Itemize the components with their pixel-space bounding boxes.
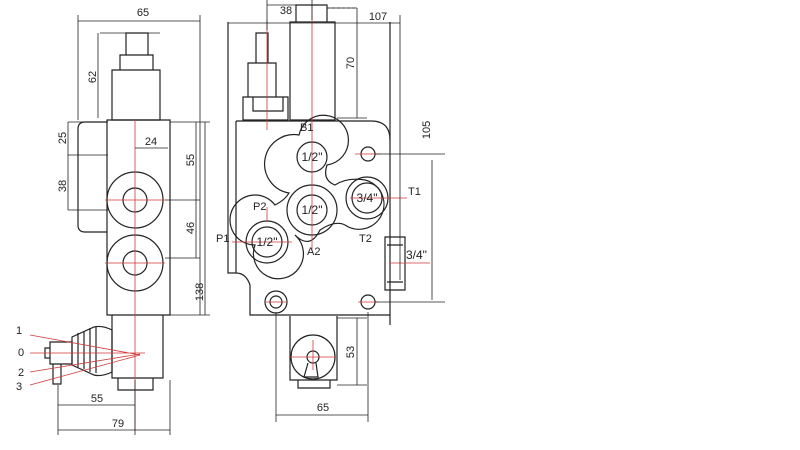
dim-107: 107 [369, 11, 387, 23]
dim-65-top: 65 [137, 7, 149, 19]
side-port-size: 3/4" [406, 248, 427, 262]
dim-65-bottom: 65 [317, 402, 329, 414]
lever-position-1: 1 [16, 325, 22, 337]
dim-24: 24 [145, 136, 157, 148]
port-label-p1: P1 [216, 233, 229, 245]
port-label-p2: P2 [253, 201, 266, 213]
lever-position-0: 0 [18, 347, 24, 359]
port-size-b1: 1/2" [302, 150, 323, 164]
port-label-t2: T2 [359, 233, 372, 245]
dim-55-bottom: 55 [91, 393, 103, 405]
dim-138: 138 [194, 283, 206, 301]
dim-105: 105 [421, 121, 433, 139]
front-view [227, 0, 445, 422]
port-label-b1: B1 [300, 122, 313, 134]
port-label-t1: T1 [408, 186, 421, 198]
dim-46: 46 [185, 222, 197, 234]
dim-38-top: 38 [280, 5, 292, 17]
lever-position-2: 2 [18, 367, 24, 379]
dim-25: 25 [57, 132, 69, 144]
dim-62: 62 [87, 71, 99, 83]
port-size-t1: 3/4" [357, 191, 378, 205]
port-size-p1: 1/2" [257, 235, 278, 249]
dim-55-right: 55 [185, 154, 197, 166]
dim-53: 53 [345, 346, 357, 358]
dim-38-left: 38 [57, 180, 69, 192]
lever-position-3: 3 [16, 381, 22, 393]
dim-79: 79 [112, 418, 124, 430]
dim-70: 70 [345, 57, 357, 69]
port-size-a2: 1/2" [302, 203, 323, 217]
side-view [29, 15, 210, 435]
port-label-a2: A2 [307, 246, 320, 258]
